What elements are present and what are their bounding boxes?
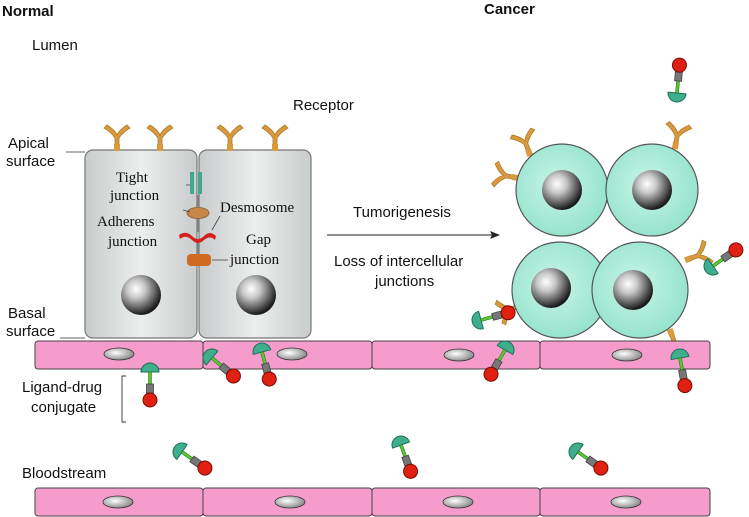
ligand-drug-conjugate-icon [666, 56, 690, 104]
endothelial-nucleus-icon [611, 348, 643, 362]
endothelial-nucleus-icon [443, 348, 475, 362]
cancer-cell-cluster [490, 120, 715, 359]
nucleus-icon [542, 170, 582, 210]
ligand-drug-conjugate-icon [699, 238, 748, 280]
conjugate-bracket [121, 375, 126, 423]
normal-epithelium [84, 124, 312, 339]
nucleus-icon [236, 275, 276, 315]
gap-junction-icon [187, 254, 211, 266]
receptor-label: Receptor [293, 97, 354, 114]
bloodstream-label: Bloodstream [22, 465, 106, 482]
endothelial-nucleus-icon [610, 495, 642, 509]
cancer-panel-title: Cancer [484, 1, 535, 18]
endothelial-nucleus-icon [276, 347, 308, 361]
nucleus-icon [613, 270, 653, 310]
basal-surface-label-1: Basal [8, 305, 46, 322]
receptor-icon [146, 124, 174, 152]
endothelial-nucleus-icon [442, 495, 474, 509]
tight-junction-label-1: Tight [116, 170, 149, 186]
endothelial-nucleus-icon [102, 495, 134, 509]
basal-surface-label-2: surface [6, 323, 55, 340]
ligand-drug-label-1: Ligand-drug [22, 379, 102, 396]
tumorigenesis-label: Tumorigenesis [353, 204, 451, 221]
gap-junction-label-2: junction [229, 252, 280, 268]
receptor-icon [216, 124, 244, 152]
epithelial-cell-left [84, 149, 198, 339]
upper-endothelium [34, 340, 711, 370]
adherens-junction-label-2: junction [107, 234, 158, 250]
desmosome-icon [179, 232, 216, 243]
tight-junction-icon [190, 172, 194, 194]
ligand-drug-conjugate-icon [388, 432, 422, 482]
arrow-head-icon [490, 231, 500, 239]
desmosome-label: Desmosome [220, 200, 295, 216]
lower-endothelium [34, 487, 711, 517]
gap-junction-label-1: Gap [246, 232, 271, 248]
endothelial-nucleus-icon [103, 347, 135, 361]
nucleus-icon [121, 275, 161, 315]
receptor-icon [103, 124, 131, 152]
apical-surface-label-2: surface [6, 153, 55, 170]
tight-junction-icon [198, 172, 202, 194]
normal-panel-title: Normal [2, 3, 54, 20]
lumen-label: Lumen [32, 37, 78, 54]
ligand-drug-conjugate-icon [469, 301, 518, 332]
ligand-drug-label-2: conjugate [31, 399, 96, 416]
tight-junction-label-2: junction [109, 188, 160, 204]
epithelial-cell-right [198, 149, 312, 339]
nucleus-icon [632, 170, 672, 210]
endothelial-nucleus-icon [274, 495, 306, 509]
receptor-icon [261, 124, 289, 152]
loss-junctions-label-2: junctions [374, 273, 434, 290]
adherens-junction-icon [186, 207, 210, 219]
adherens-junction-label-1: Adherens [97, 214, 155, 230]
loss-junctions-label-1: Loss of intercellular [334, 253, 463, 270]
ligand-drug-conjugate-icon [168, 438, 217, 480]
nucleus-icon [531, 268, 571, 308]
ligand-drug-conjugate-icon [140, 362, 160, 408]
apical-surface-label-1: Apical [8, 135, 49, 152]
ligand-drug-conjugate-icon [564, 438, 613, 480]
